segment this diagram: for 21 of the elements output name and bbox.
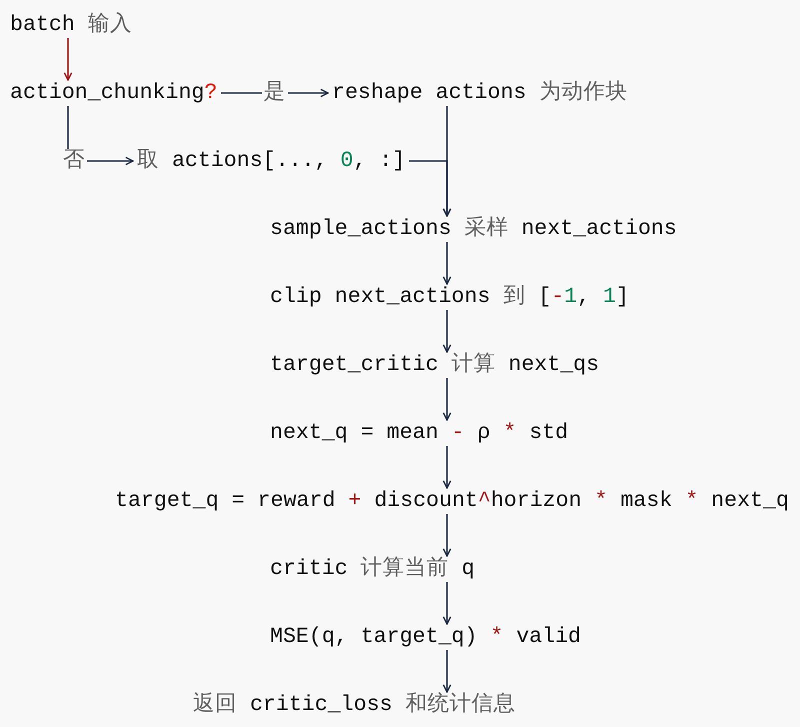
input-text: batch 输入: [6, 12, 136, 38]
step-text: clip next_actions 到 [-1, 1]: [266, 284, 633, 310]
step-text: critic 计算当前 q: [266, 556, 479, 582]
step-text: 取 actions[..., 0, :]: [133, 148, 410, 174]
condition-text: action_chunking?: [6, 80, 222, 106]
result-text: 返回 critic_loss 和统计信息: [189, 692, 520, 718]
arrow: [442, 650, 452, 693]
arrow: [442, 582, 452, 625]
step-text: next_q = mean - ρ * std: [266, 420, 572, 446]
step-text: target_critic 计算 next_qs: [266, 352, 604, 378]
step-text: reshape actions 为动作块: [328, 80, 632, 106]
step-text: sample_actions 采样 next_actions: [266, 216, 681, 242]
arrow: [442, 446, 452, 489]
arrow: [442, 378, 452, 421]
arrow: [442, 242, 452, 285]
arrow: [64, 38, 72, 81]
arrow: [442, 310, 452, 353]
arrow: [409, 160, 452, 217]
step-text: MSE(q, target_q) * valid: [266, 624, 586, 650]
step-text: target_q = reward + discount^horizon * mask * next_q: [111, 488, 793, 514]
arrow: [442, 514, 452, 557]
